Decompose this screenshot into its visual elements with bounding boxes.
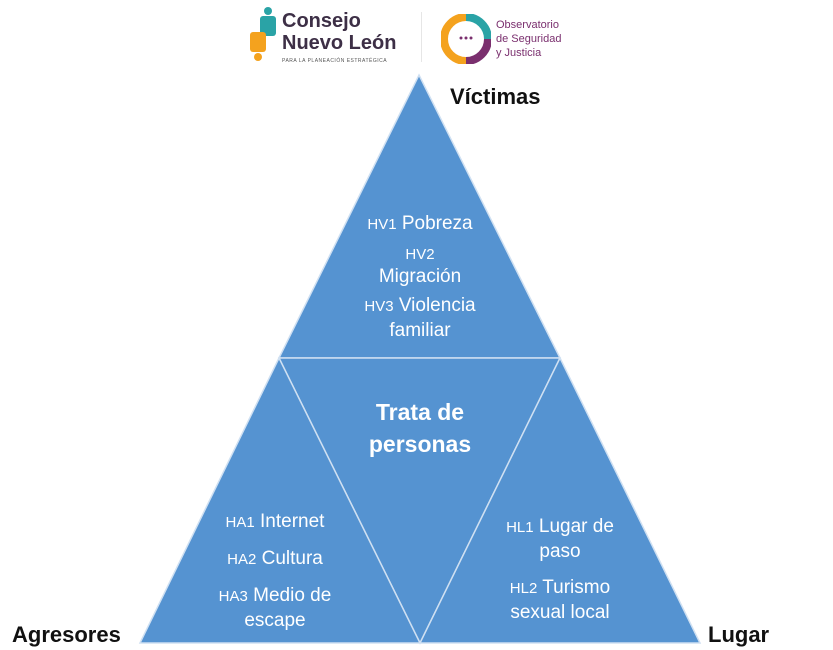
consejo-line2: Nuevo León	[282, 32, 397, 54]
factor-code: HL1	[506, 519, 534, 536]
factor-text: Medio de escape	[244, 585, 332, 631]
factor-code: HA3	[218, 588, 248, 605]
observatorio-line2: de Seguridad	[496, 33, 562, 45]
factor-text: Migración	[378, 266, 462, 287]
factor-code: HV3	[364, 298, 394, 315]
factor-code: HA2	[227, 551, 257, 568]
factor-text: Turismo sexual local	[510, 577, 611, 623]
factor-text: Internet	[260, 511, 325, 532]
observatorio-logo: Observatorio de Seguridad y Justicia	[439, 13, 561, 69]
center-line1: Trata de	[375, 399, 465, 425]
agresores-factors: HA1 Internet HA2 Cultura HA3 Medio de es…	[195, 510, 355, 633]
factor-code: HL2	[509, 580, 538, 597]
factor-text: Pobreza	[401, 213, 473, 234]
factor-code: HV1	[367, 216, 397, 233]
logo-divider	[421, 12, 422, 62]
center-line2: personas	[368, 431, 472, 457]
factor-code: HA1	[225, 514, 255, 531]
observatorio-chat-icon	[439, 13, 492, 65]
factor-text: Lugar de paso	[538, 516, 614, 562]
consejo-line1: Consejo	[282, 10, 361, 32]
observatorio-line1: Observatorio	[496, 19, 559, 31]
vertex-label-victimas: Víctimas	[450, 84, 541, 109]
triangle-agresores	[138, 356, 422, 644]
center-title: Trata de personas	[320, 396, 520, 460]
factor-code: HV2	[405, 246, 435, 263]
vertex-label-agresores: Agresores	[12, 622, 121, 647]
factor-text: Cultura	[261, 548, 323, 569]
factor-text: Violencia familiar	[389, 295, 476, 341]
triangle-lugar	[418, 356, 702, 644]
vertex-label-lugar: Lugar	[708, 622, 770, 647]
lugar-factors: HL1 Lugar de paso HL2 Turismo sexual loc…	[490, 515, 630, 637]
observatorio-line3: y Justicia	[496, 47, 542, 59]
consejo-tagline: PARA LA PLANEACIÓN ESTRATÉGICA	[282, 58, 388, 64]
consejo-logo-icon	[250, 7, 276, 61]
